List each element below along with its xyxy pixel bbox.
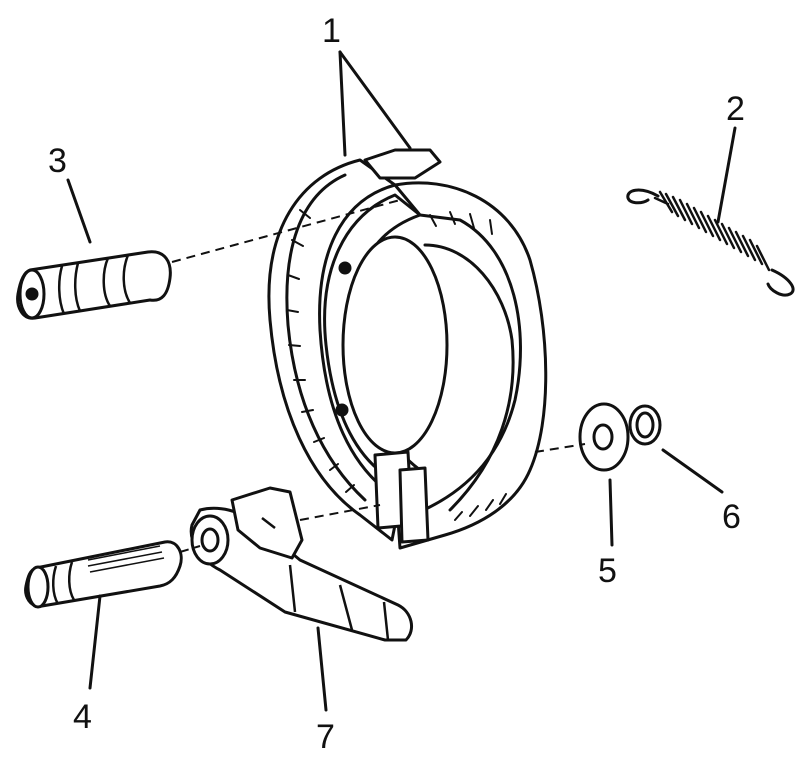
- cam-pin-body: [24, 540, 183, 608]
- return-spring: [626, 188, 795, 297]
- shoe-bottom-hatching: [454, 493, 507, 521]
- pivot-pin-grooves: [58, 254, 132, 315]
- callout-6: 6: [722, 498, 741, 536]
- shoe-lining: [393, 181, 548, 550]
- circlip-inner: [635, 411, 655, 439]
- callout-5: 5: [598, 552, 617, 590]
- leader-lines: [66, 50, 737, 712]
- alignment-line-arm: [299, 504, 381, 521]
- leader-1b: [338, 50, 412, 150]
- shoe-rim-edge: [285, 173, 367, 502]
- rivet-hole: [338, 261, 352, 275]
- leader-4: [88, 594, 102, 690]
- brake-arm-bore: [200, 527, 220, 553]
- callout-2: 2: [726, 90, 745, 128]
- circlip: [628, 404, 662, 446]
- shoe-top-tab: [363, 148, 442, 180]
- callout-3: 3: [48, 142, 67, 180]
- pivot-pin-bore: [25, 287, 39, 301]
- spring-hook-right: [766, 268, 795, 297]
- alignment-lines: [171, 199, 586, 553]
- shoe-lower-block: [398, 466, 430, 544]
- leader-3: [66, 178, 92, 244]
- lining-hatching: [429, 211, 493, 235]
- shoe-lining-face: [423, 243, 515, 512]
- shoe-web-opening: [341, 235, 449, 455]
- callout-4: 4: [73, 698, 92, 736]
- shoe-outer-rim: [267, 158, 402, 542]
- spring-hook-left: [626, 188, 660, 205]
- leader-1a: [338, 50, 347, 157]
- spring-coil: [653, 190, 771, 272]
- leader-2: [716, 126, 737, 224]
- brake-arm-edges: [261, 517, 390, 641]
- callout-labels: 1 2 3 4 5 6 7: [48, 12, 745, 756]
- alignment-line-cam: [179, 545, 201, 553]
- pivot-pin: [16, 250, 172, 320]
- brake-arm: [189, 486, 414, 642]
- cam-shaft-pin: [24, 540, 183, 609]
- shoe-rim-hatching: [286, 209, 355, 493]
- leader-6: [661, 448, 724, 494]
- flat-washer: [578, 402, 630, 472]
- callout-1: 1: [322, 12, 341, 50]
- leader-5: [608, 478, 614, 547]
- cam-pin-end: [26, 565, 50, 609]
- brake-shoe-assembly: [267, 148, 548, 550]
- washer-inner: [592, 423, 614, 451]
- alignment-line-washer: [534, 443, 586, 453]
- cam-pin-shading: [87, 545, 165, 573]
- rivet-hole: [335, 403, 349, 417]
- callout-7: 7: [316, 718, 335, 756]
- leader-7: [316, 626, 328, 712]
- alignment-line-pivot: [171, 199, 401, 263]
- cam-pin-grooves: [52, 561, 76, 605]
